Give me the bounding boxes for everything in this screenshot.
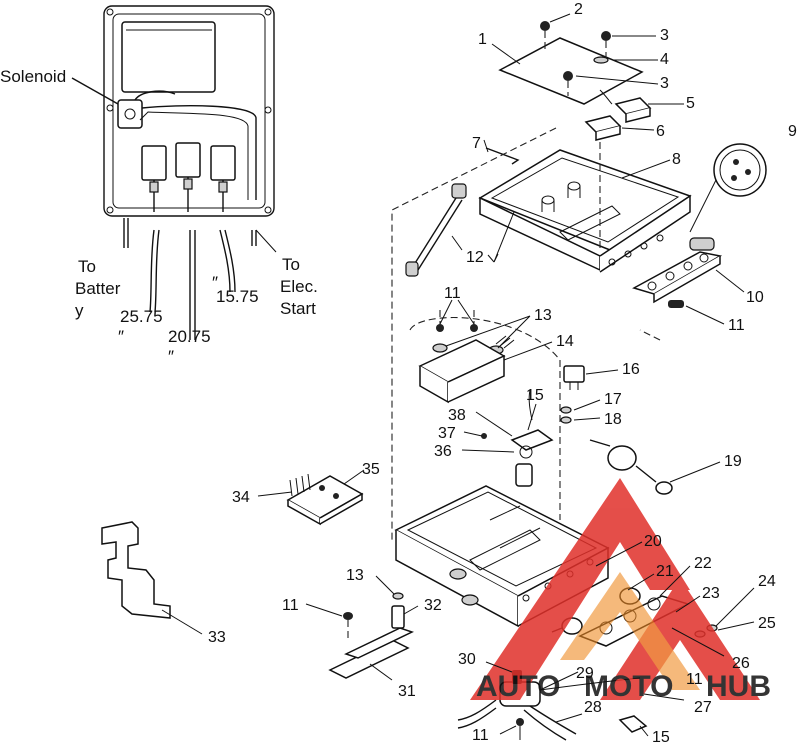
dimension-20-75-unit: ″ [168, 347, 174, 366]
solenoid-36 [481, 389, 554, 487]
callout-4: 4 [660, 51, 669, 68]
callout-28: 28 [584, 699, 602, 716]
solenoid-icon [117, 99, 143, 129]
callout-15: 15 [526, 387, 544, 404]
connector-16 [560, 365, 585, 424]
callout-1: 1 [478, 31, 487, 48]
solenoid-label: Solenoid [0, 67, 66, 86]
grommet-15 [618, 715, 648, 733]
callout-12: 12 [466, 249, 484, 266]
callout-7: 7 [472, 135, 481, 152]
callout-27: 27 [694, 699, 712, 716]
dimension-15-75: 15.75 [216, 287, 259, 306]
callout-8: 8 [672, 151, 681, 168]
to-battery-label-3: y [75, 301, 84, 320]
housing-cover [478, 149, 692, 273]
callout-25: 25 [758, 615, 776, 632]
wire-7 [485, 147, 520, 165]
callout-6: 6 [656, 123, 665, 140]
terminal-strip [632, 237, 723, 308]
callout-13b: 13 [346, 567, 364, 584]
callout-24: 24 [758, 573, 776, 590]
callout-11b: 11 [444, 285, 461, 302]
to-battery-label-1: To [78, 257, 96, 276]
to-elec-start-label-3: Start [280, 299, 316, 318]
callouts: 1 2 3 4 3 5 6 7 8 9 10 11 12 11 13 14 16… [208, 1, 797, 744]
callout-14: 14 [556, 333, 574, 350]
callout-11c: 11 [282, 597, 299, 614]
callout-22: 22 [694, 555, 712, 572]
dimension-25-75-unit: ″ [118, 327, 124, 346]
callout-11d: 11 [472, 727, 489, 744]
rod [405, 183, 467, 277]
callout-32: 32 [424, 597, 442, 614]
callout-10: 10 [746, 289, 764, 306]
callout-33: 33 [208, 629, 226, 646]
callout-15b: 15 [652, 729, 670, 744]
callout-35: 35 [362, 461, 380, 478]
circuit-board [286, 473, 364, 526]
relay-5 [614, 97, 652, 123]
plate-31 [328, 627, 414, 679]
callout-2: 2 [574, 1, 583, 18]
leader-lines [161, 13, 755, 737]
callout-31: 31 [398, 683, 416, 700]
to-battery-label-2: Batter [75, 279, 121, 298]
callout-18: 18 [604, 411, 622, 428]
callout-20: 20 [644, 533, 662, 550]
callout-3b: 3 [660, 75, 669, 92]
mounting-plate [498, 21, 644, 105]
callout-3: 3 [660, 27, 669, 44]
callout-21: 21 [656, 563, 674, 580]
to-elec-start-label-1: To [282, 255, 300, 274]
callout-16: 16 [622, 361, 640, 378]
callout-11e: 11 [686, 671, 703, 688]
callout-29: 29 [576, 665, 594, 682]
callout-23: 23 [702, 585, 720, 602]
callout-13: 13 [534, 307, 552, 324]
callout-11: 11 [728, 317, 745, 334]
dimension-20-75: 20.75 [168, 327, 211, 346]
dimension-15-75-unit: ″ [212, 273, 218, 292]
plug-19 [589, 439, 673, 495]
to-elec-start-label-2: Elec. [280, 277, 318, 296]
dimension-25-75: 25.75 [120, 307, 163, 326]
bracket [101, 521, 171, 619]
callout-38: 38 [448, 407, 466, 424]
watermark-text-moto: MOTO [584, 670, 673, 703]
callout-19: 19 [724, 453, 742, 470]
watermark-logo: AUTO MOTO HUB [470, 478, 771, 703]
callout-34: 34 [232, 489, 250, 506]
control-module [418, 335, 515, 404]
callout-26: 26 [732, 655, 750, 672]
callout-5: 5 [686, 95, 695, 112]
relay-6 [584, 115, 622, 141]
inset-panel [71, 5, 277, 340]
callout-9: 9 [788, 123, 797, 140]
callout-36: 36 [434, 443, 452, 460]
gauge-icon [689, 143, 767, 233]
callout-30: 30 [458, 651, 476, 668]
watermark-text-hub: HUB [706, 670, 771, 703]
callout-17: 17 [604, 391, 622, 408]
callout-37: 37 [438, 425, 456, 442]
